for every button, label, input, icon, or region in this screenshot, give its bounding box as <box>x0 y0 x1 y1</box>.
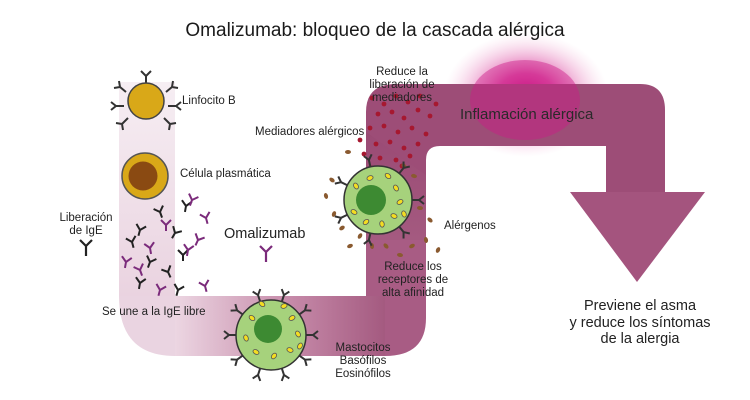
label-omalizumab: Omalizumab <box>224 226 306 242</box>
ige-antibody-icon <box>79 239 93 256</box>
omalizumab-antibody-icon <box>143 241 155 255</box>
label-inflamacion: Inflamación alérgica <box>460 106 594 123</box>
mediator-dot-icon <box>401 115 407 121</box>
mediator-dot-icon <box>387 139 393 145</box>
ige-antibody-icon <box>181 199 193 213</box>
mediator-dot-icon <box>381 101 387 107</box>
b-lymphocyte <box>110 70 182 131</box>
label-reduce-liberacion: Reduce la liberación de mediadores <box>369 66 435 105</box>
ige-antibody-icon <box>135 223 147 237</box>
mediator-dot-icon <box>415 107 421 113</box>
allergen-particle-icon <box>383 243 389 249</box>
mediator-dot-icon <box>361 151 367 157</box>
mast-cell-upper <box>334 153 425 247</box>
allergen-particle-icon <box>411 173 417 179</box>
arrow-head <box>570 192 705 282</box>
allergen-particle-icon <box>323 193 329 199</box>
page-title: Omalizumab: bloqueo de la cascada alérgi… <box>185 20 565 41</box>
omalizumab-antibody-icon <box>160 219 172 231</box>
allergen-particle-icon <box>345 150 351 154</box>
omalizumab-antibody-icon <box>194 233 205 246</box>
mediator-dot-icon <box>389 109 395 115</box>
ige-antibody-icon <box>153 205 164 218</box>
mediator-dot-icon <box>427 113 433 119</box>
mediator-dot-icon <box>373 141 379 147</box>
mediator-dot-icon <box>409 125 415 131</box>
mediator-dot-icon <box>377 155 383 161</box>
mediator-dot-icon <box>395 129 401 135</box>
allergen-particle-icon <box>329 177 335 183</box>
mediator-dot-icon <box>417 93 423 99</box>
allergen-particle-icon <box>409 243 415 249</box>
label-mediadores: Mediadores alérgicos <box>255 126 365 138</box>
ige-antibody-icon <box>173 283 185 297</box>
omalizumab-antibody-icon <box>259 245 273 262</box>
label-liberacion-ige: Liberación de IgE <box>59 212 113 238</box>
ige-antibody-icon <box>125 235 137 249</box>
mediator-dot-icon <box>407 153 413 159</box>
omalizumab-antibody-icon <box>188 193 199 206</box>
mediator-dot-icon <box>423 131 429 137</box>
omalizumab-antibody-icon <box>121 255 133 269</box>
allergen-particle-icon <box>423 237 429 243</box>
mediator-dot-icon <box>367 125 373 131</box>
omalizumab-antibody-icon <box>155 283 167 297</box>
label-mastocitos: Mastocitos Basófilos Eosinófilos <box>335 342 391 381</box>
mediator-dot-icon <box>405 99 411 105</box>
mediator-dot-icon <box>381 123 387 129</box>
allergen-particle-icon <box>347 243 353 249</box>
ige-antibody-icon <box>171 225 183 239</box>
allergen-particle-icon <box>417 205 423 211</box>
label-reduce-receptores: Reduce los receptores de alta afinidad <box>377 261 449 300</box>
ige-antibody-icon <box>135 276 147 290</box>
mediator-dot-icon <box>357 137 363 143</box>
antibody-field <box>121 193 211 297</box>
mediator-dot-icon <box>433 101 439 107</box>
label-celula-plasmatica: Célula plasmática <box>180 168 271 180</box>
label-previene: Previene el asma y reduce los síntomas d… <box>569 298 711 348</box>
ige-antibody-icon <box>146 255 157 268</box>
mast-cell-lower <box>223 288 319 382</box>
allergen-particle-icon <box>339 225 345 231</box>
omalizumab-antibody-icon <box>133 263 144 276</box>
label-se-une-ige: Se une a la IgE libre <box>102 306 206 318</box>
mediator-dot-icon <box>401 145 407 151</box>
label-alergenos: Alérgenos <box>444 220 496 232</box>
plasma-cell <box>121 152 169 200</box>
allergen-particle-icon <box>435 247 441 253</box>
omalizumab-antibody-icon <box>198 279 210 293</box>
allergen-particle-icon <box>397 252 403 258</box>
mediator-dot-icon <box>393 93 399 99</box>
mediator-dot-icon <box>375 111 381 117</box>
ige-antibody-icon <box>161 265 172 278</box>
omalizumab-antibody-icon <box>199 211 211 225</box>
label-linfocito-b: Linfocito B <box>182 95 236 107</box>
mediator-dot-icon <box>415 141 421 147</box>
omalizumab-antibody-icon <box>183 243 195 257</box>
allergen-particle-icon <box>357 233 363 239</box>
mediator-dot-icon <box>393 157 399 163</box>
allergen-particle-icon <box>427 217 433 223</box>
mediator-dot-icon <box>369 95 375 101</box>
